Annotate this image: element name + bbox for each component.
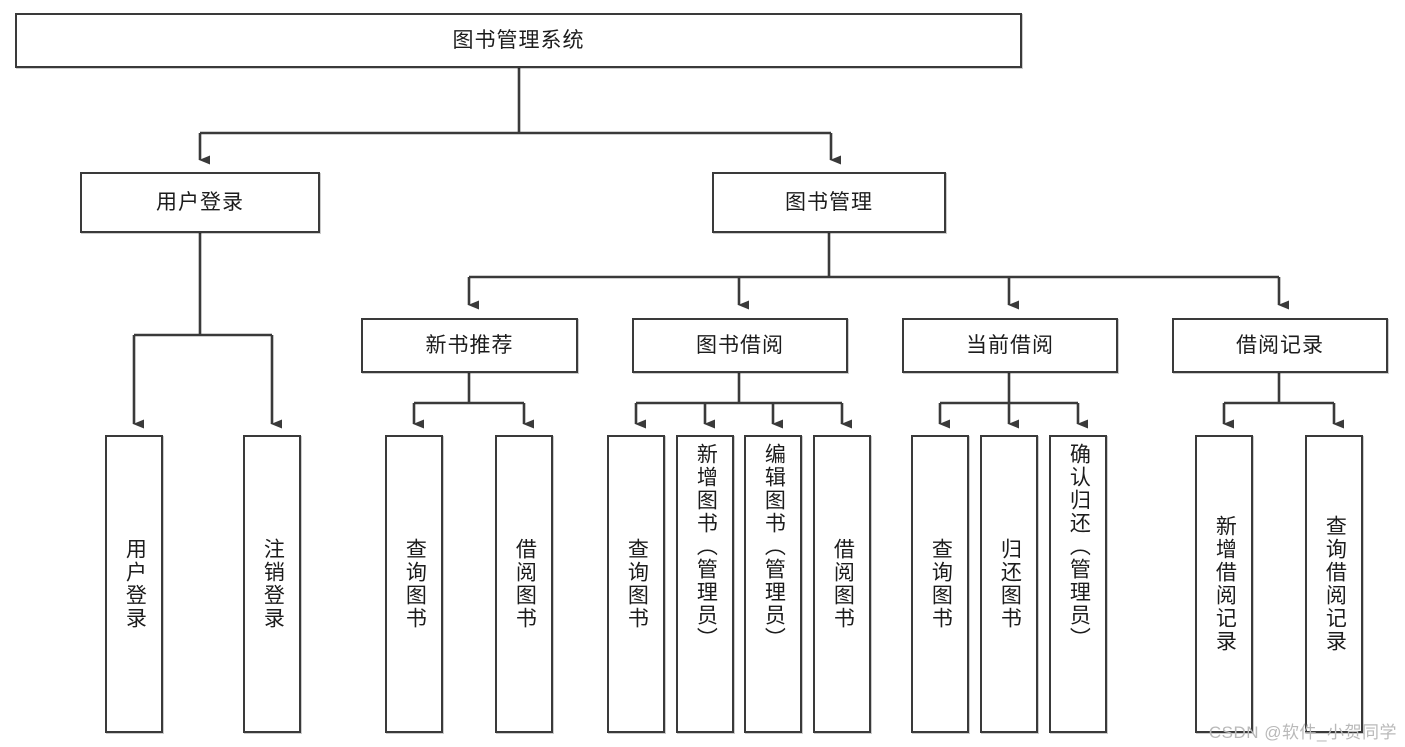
node-root-system[interactable]: 图书管理系统	[15, 13, 1022, 68]
node-label: 归还图书	[998, 538, 1022, 630]
node-label: 借阅图书	[831, 538, 855, 630]
leaf-record-add[interactable]: 新增借阅记录	[1195, 435, 1253, 733]
leaf-new-book-query[interactable]: 查询图书	[385, 435, 443, 733]
node-new-book-recommend[interactable]: 新书推荐	[361, 318, 578, 373]
node-label: 新增借阅记录	[1213, 515, 1237, 653]
node-label: 新增图书（管理员）	[694, 443, 718, 650]
leaf-record-query[interactable]: 查询借阅记录	[1305, 435, 1363, 733]
node-borrow-record[interactable]: 借阅记录	[1172, 318, 1388, 373]
leaf-borrow-edit-book[interactable]: 编辑图书（管理员）	[744, 435, 802, 733]
node-label: 图书管理系统	[452, 28, 585, 52]
leaf-borrow-borrow-book[interactable]: 借阅图书	[813, 435, 871, 733]
node-label: 图书借阅	[696, 333, 784, 357]
leaf-borrow-query-book[interactable]: 查询图书	[607, 435, 665, 733]
node-label: 查询借阅记录	[1323, 515, 1347, 653]
node-label: 注销登录	[261, 538, 285, 630]
node-label: 当前借阅	[966, 333, 1054, 357]
leaf-current-query-book[interactable]: 查询图书	[911, 435, 969, 733]
node-label: 查询图书	[625, 538, 649, 630]
leaf-user-login-logout[interactable]: 注销登录	[243, 435, 301, 733]
node-label: 借阅图书	[513, 538, 537, 630]
node-label: 用户登录	[156, 190, 244, 214]
node-current-borrow[interactable]: 当前借阅	[902, 318, 1118, 373]
leaf-user-login-login[interactable]: 用户登录	[105, 435, 163, 733]
node-label: 编辑图书（管理员）	[762, 443, 786, 650]
node-book-management[interactable]: 图书管理	[712, 172, 946, 233]
node-label: 查询图书	[929, 538, 953, 630]
csdn-watermark: CSDN @软件_小贺同学	[1208, 723, 1397, 742]
leaf-borrow-add-book[interactable]: 新增图书（管理员）	[676, 435, 734, 733]
leaf-current-confirm-return[interactable]: 确认归还（管理员）	[1049, 435, 1107, 733]
node-book-borrow[interactable]: 图书借阅	[632, 318, 848, 373]
node-label: 确认归还（管理员）	[1067, 443, 1091, 650]
node-label: 查询图书	[403, 538, 427, 630]
node-user-login[interactable]: 用户登录	[80, 172, 320, 233]
node-label: 新书推荐	[425, 333, 514, 357]
node-label: 图书管理	[785, 190, 873, 214]
node-label: 借阅记录	[1236, 333, 1324, 357]
node-label: 用户登录	[123, 538, 147, 630]
leaf-new-book-borrow[interactable]: 借阅图书	[495, 435, 553, 733]
leaf-current-return-book[interactable]: 归还图书	[980, 435, 1038, 733]
